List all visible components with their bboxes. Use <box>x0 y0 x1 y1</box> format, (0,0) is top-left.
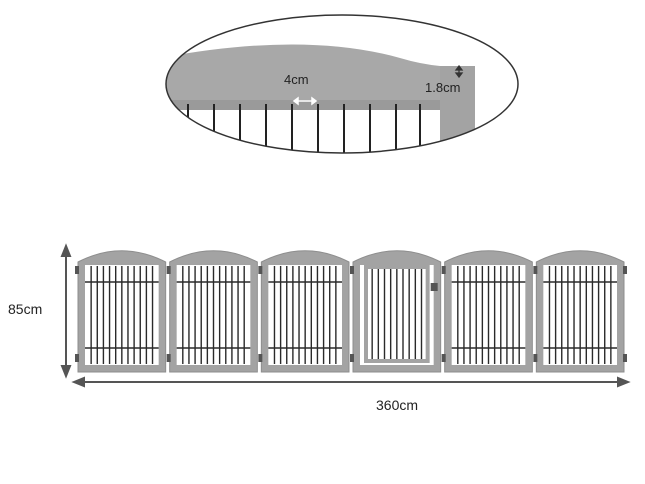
fence-panel <box>77 250 167 373</box>
fence-panel <box>258 250 350 373</box>
door-latch-icon <box>430 283 438 291</box>
width-arrow-icon <box>71 376 631 388</box>
rail-thickness-label: 1.8cm <box>425 80 461 95</box>
fence-panel <box>166 250 258 373</box>
height-arrow-icon <box>60 243 72 379</box>
gap-arrow-icon <box>292 96 318 106</box>
fence-panel <box>533 250 625 373</box>
fence-panel <box>441 250 533 373</box>
zoom-top-rail <box>166 44 475 153</box>
height-dimension-label: 85cm <box>8 301 43 317</box>
thickness-arrow-icon <box>454 64 464 79</box>
width-dimension-label: 360cm <box>376 397 419 413</box>
bar-gap-label: 4cm <box>284 72 309 87</box>
fence-door-panel <box>350 250 442 373</box>
